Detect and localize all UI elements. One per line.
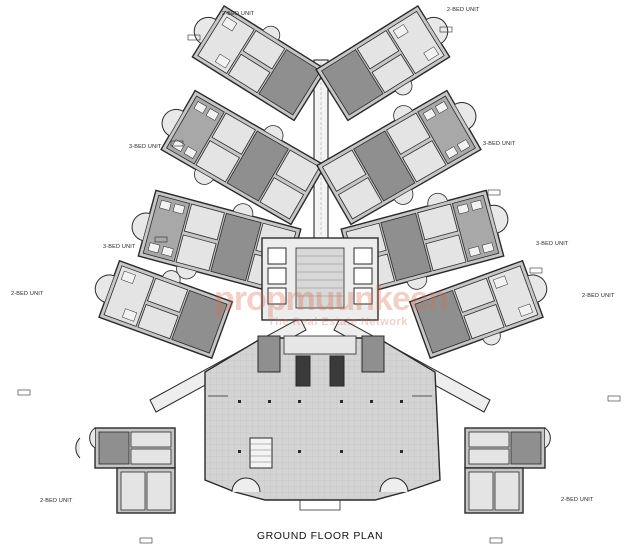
unit-label-3bed-upper-left: 3-BED UNIT	[129, 144, 162, 150]
unit-label-2bed-bottom-left: 2-BED UNIT	[40, 498, 73, 504]
unit-label-2bed-bottom-right: 2-BED UNIT	[561, 497, 594, 503]
watermark-tagline: The Real Estate Network	[268, 316, 408, 328]
unit-label-2bed-mid-right: 2-BED UNIT	[582, 293, 615, 299]
unit-label-3bed-upper-right: 3-BED UNIT	[483, 141, 516, 147]
watermark-logo: propmuunkeen	[214, 280, 449, 318]
unit-label-2bed-top-left: 2-BED UNIT	[222, 11, 255, 17]
unit-label-3bed-lower-left: 3-BED UNIT	[103, 244, 136, 250]
page-title: GROUND FLOOR PLAN	[256, 530, 384, 542]
unit-label-2bed-top-right: 2-BED UNIT	[447, 7, 480, 13]
unit-label-2bed-mid-left: 2-BED UNIT	[11, 291, 44, 297]
unit-label-3bed-lower-right: 3-BED UNIT	[536, 241, 569, 247]
